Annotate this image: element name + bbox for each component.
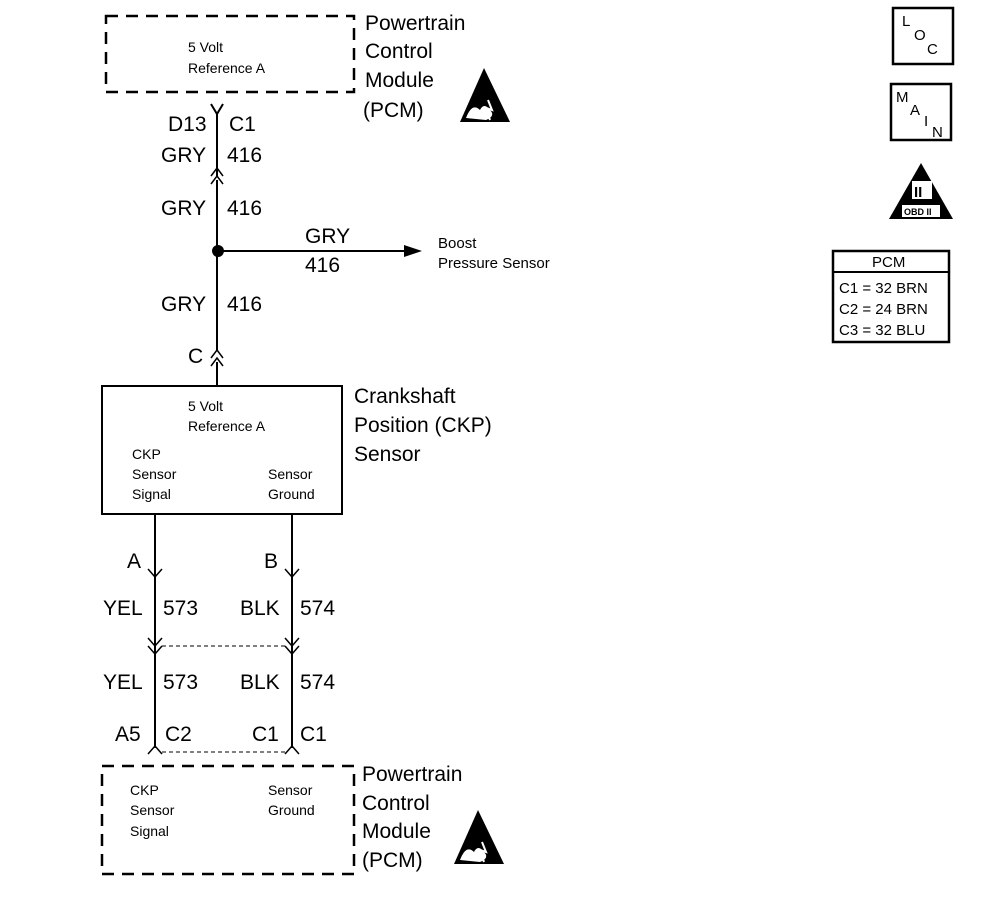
- branch-arrow: [404, 245, 422, 257]
- ckp-title-3: Sensor: [354, 443, 421, 466]
- inline-connector-top-2: [210, 174, 224, 185]
- top-connector-conn: C1: [229, 113, 256, 136]
- w416b-color: GRY: [161, 197, 206, 220]
- branch-color: GRY: [305, 225, 350, 248]
- pcm-table-row-2: C2 = 24 BRN: [839, 301, 928, 318]
- pcm-top-ref-line1: 5 Volt: [188, 39, 223, 55]
- main-letter-i: I: [924, 113, 928, 130]
- ckp-pin-b: B: [264, 550, 278, 573]
- blk-b-color: BLK: [240, 671, 280, 694]
- boost-dest-line1: Boost: [438, 235, 477, 252]
- ckp-signal-3: Signal: [132, 486, 171, 502]
- pcm-top-title-4: (PCM): [363, 99, 424, 122]
- w416a-color: GRY: [161, 144, 206, 167]
- top-connector-pin: D13: [168, 113, 207, 136]
- ckp-ref-line2: Reference A: [188, 418, 266, 434]
- blk-a-circuit: 574: [300, 597, 335, 620]
- esd-warning-icon: [460, 68, 510, 122]
- ckp-signal-2: Sensor: [132, 466, 177, 482]
- pcm-bottom-title-4: (PCM): [362, 849, 423, 872]
- esd-warning-icon-bottom: [454, 810, 504, 864]
- ckp-title-1: Crankshaft: [354, 385, 456, 408]
- yel-b-circuit: 573: [163, 671, 198, 694]
- pcm-table-header: PCM: [872, 254, 905, 271]
- loc-letter-l: L: [902, 13, 910, 30]
- inline-connector-yel-2: [147, 645, 163, 656]
- yel-a-circuit: 573: [163, 597, 198, 620]
- pcm-bottom-ground-2: Ground: [268, 802, 315, 818]
- pcm-connector-table: PCM C1 = 32 BRN C2 = 24 BRN C3 = 32 BLU: [831, 249, 951, 344]
- w416b-circuit: 416: [227, 197, 262, 220]
- pcm-table-row-3: C3 = 32 BLU: [839, 322, 925, 339]
- ckp-ground-2: Ground: [268, 486, 315, 502]
- main-icon: M A I N: [889, 82, 953, 142]
- obd-ii-icon: II OBD II: [889, 163, 953, 219]
- pcm-bottom-title-1: Powertrain: [362, 763, 462, 786]
- loc-letter-c: C: [927, 41, 938, 58]
- main-letter-a: A: [910, 102, 920, 119]
- ckp-title-2: Position (CKP): [354, 414, 492, 437]
- pcm-bottom-ground-1: Sensor: [268, 782, 313, 798]
- pcm-bottom-title-2: Control: [362, 792, 430, 815]
- yel-b-color: YEL: [103, 671, 143, 694]
- pcm-bottom-signal-2: Sensor: [130, 802, 175, 818]
- connector-a-arrow: [147, 568, 163, 579]
- pcm-bottom-title-3: Module: [362, 820, 431, 843]
- bottom-connector-yel: [147, 744, 163, 755]
- pcm-table-row-1: C1 = 32 BRN: [839, 280, 928, 297]
- obd-label: OBD II: [904, 207, 932, 217]
- pcm-top-title-2: Control: [365, 40, 433, 63]
- inline-connector-yel-1: [147, 637, 163, 648]
- loc-icon: L O C: [891, 6, 955, 66]
- inline-connector-top-1: [210, 166, 224, 177]
- ckp-connector-c-label: C: [188, 345, 203, 368]
- bottom-connector-blk: [284, 744, 300, 755]
- yel-a-color: YEL: [103, 597, 143, 620]
- blk-a-color: BLK: [240, 597, 280, 620]
- ckp-sensor-box: [101, 385, 343, 515]
- ckp-connector-c-1: [210, 348, 224, 359]
- loc-letter-o: O: [914, 27, 926, 44]
- pcm-bottom-signal-3: Signal: [130, 823, 169, 839]
- obd-numeral: II: [914, 184, 922, 201]
- conn-a5: A5: [115, 723, 141, 746]
- branch-circuit: 416: [305, 254, 340, 277]
- conn-c1-left: C1: [252, 723, 279, 746]
- conn-c1-right: C1: [300, 723, 327, 746]
- inline-connector-blk-2: [284, 645, 300, 656]
- connector-b-arrow: [284, 568, 300, 579]
- ckp-ref-line1: 5 Volt: [188, 398, 223, 414]
- pcm-top-title-3: Module: [365, 69, 434, 92]
- main-letter-n: N: [932, 124, 943, 141]
- w416c-circuit: 416: [227, 293, 262, 316]
- conn-c2: C2: [165, 723, 192, 746]
- ckp-signal-1: CKP: [132, 446, 161, 462]
- pcm-top-box: [104, 14, 356, 94]
- pcm-top-ref-line2: Reference A: [188, 60, 266, 76]
- pcm-bottom-signal-1: CKP: [130, 782, 159, 798]
- inline-connector-blk-1: [284, 637, 300, 648]
- ckp-ground-1: Sensor: [268, 466, 313, 482]
- pcm-top-title-1: Powertrain: [365, 12, 465, 35]
- blk-b-circuit: 574: [300, 671, 335, 694]
- pcm-bottom-box: [100, 764, 356, 876]
- w416c-color: GRY: [161, 293, 206, 316]
- w416a-circuit: 416: [227, 144, 262, 167]
- ckp-pin-a: A: [127, 550, 141, 573]
- ckp-connector-c-2: [210, 356, 224, 367]
- boost-dest-line2: Pressure Sensor: [438, 255, 550, 272]
- main-letter-m: M: [896, 89, 909, 106]
